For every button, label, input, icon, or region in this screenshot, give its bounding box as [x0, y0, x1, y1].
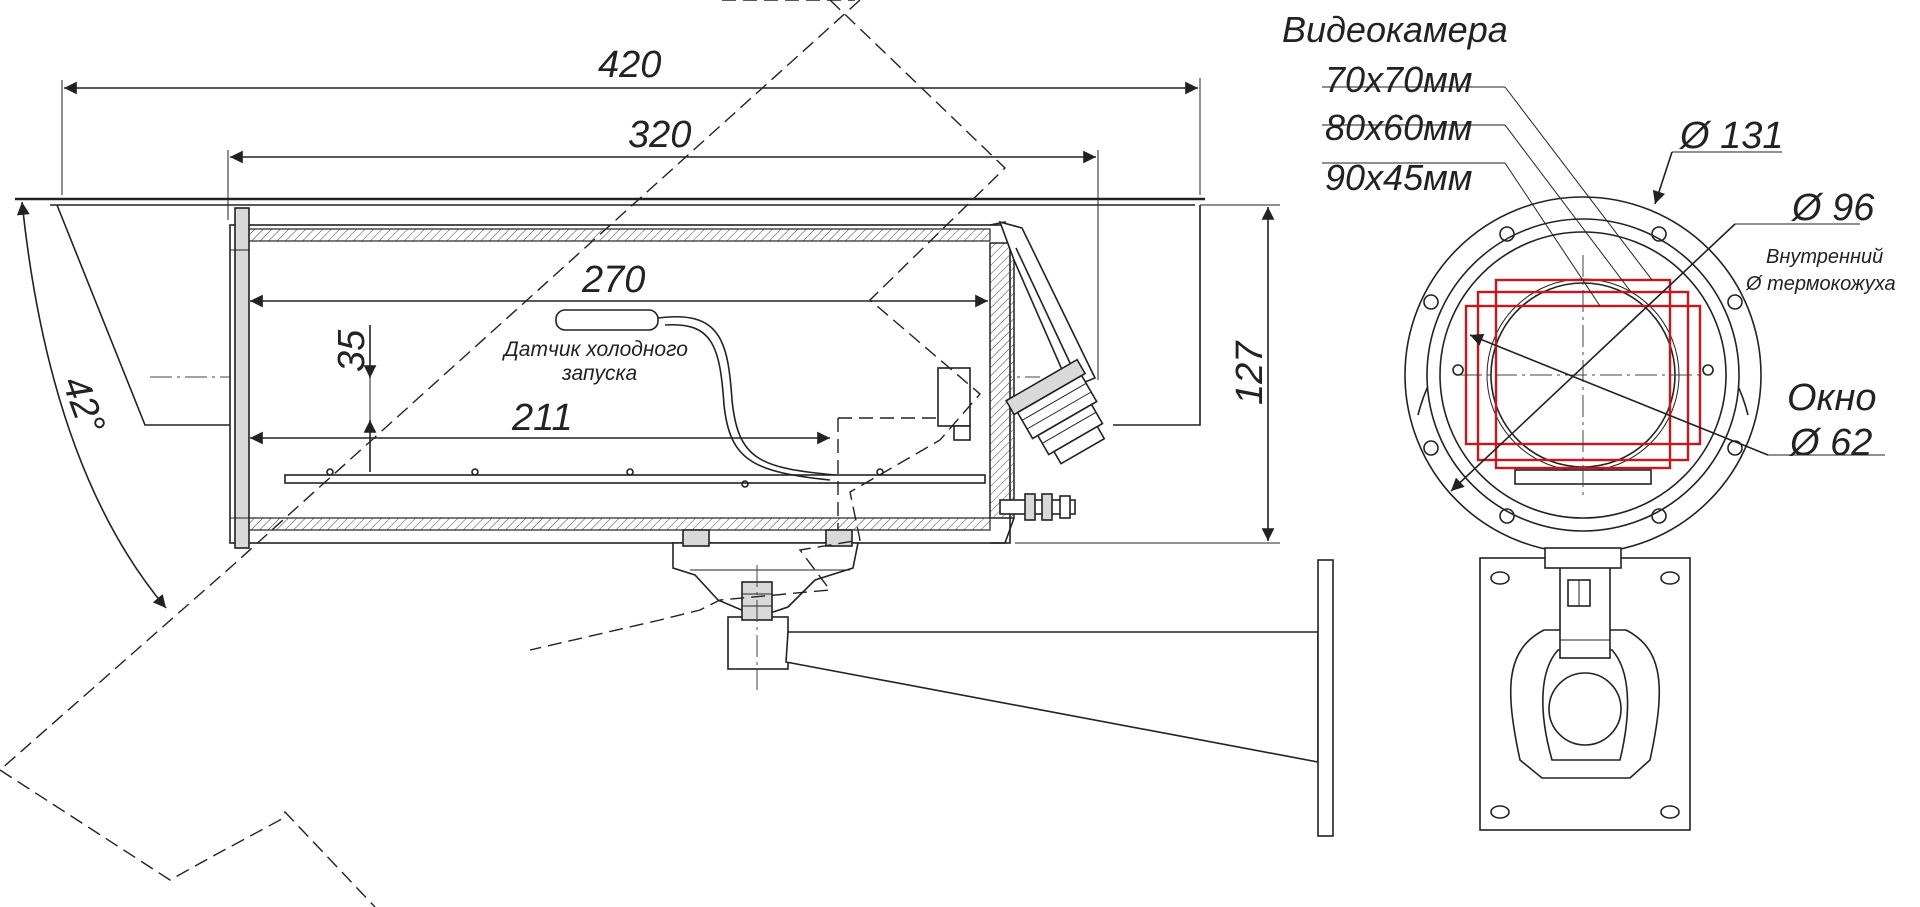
- cold-start-sensor: [555, 309, 971, 481]
- inner-rail: [284, 417, 986, 540]
- dim-127: 127: [1015, 204, 1280, 544]
- dim-320: 320: [227, 114, 1099, 380]
- dim-420: 420: [61, 44, 1201, 195]
- dim-420-label: 420: [598, 44, 661, 86]
- dim-211: 211: [249, 397, 830, 445]
- bracket-arm: [785, 559, 1334, 837]
- dim-270: 270: [249, 259, 988, 308]
- dim-angle: 42°: [16, 201, 167, 609]
- ground-terminal: [999, 493, 1076, 521]
- camera-size-80x60: 80x60мм: [1325, 107, 1472, 148]
- housing-body: [229, 207, 1097, 549]
- inner-label-line1: Внутренний: [1766, 246, 1883, 268]
- dim-35: 35: [331, 325, 377, 472]
- sensor-label-line2: запуска: [561, 362, 637, 385]
- front-view: Видеокамера 70x70мм 80x60мм 90x45мм Ø 13…: [1282, 9, 1896, 831]
- window-label: Окно: [1787, 377, 1877, 419]
- leaders: [1322, 86, 1885, 492]
- inner-diameter-label: Ø 96: [1790, 187, 1875, 229]
- wall-bracket: [1479, 547, 1691, 831]
- dim-angle-label: 42°: [54, 371, 113, 439]
- sensor-label-line1: Датчик холодного: [502, 338, 688, 361]
- outer-diameter-label: Ø 131: [1678, 115, 1784, 157]
- inner-label-line2: Ø термокожуха: [1745, 273, 1896, 295]
- camera-size-70x70: 70x70мм: [1325, 59, 1472, 100]
- dim-211-label: 211: [511, 397, 573, 439]
- window-diameter-label: Ø 62: [1788, 422, 1872, 464]
- dim-35-label: 35: [331, 329, 373, 372]
- camera-title: Видеокамера: [1282, 9, 1508, 50]
- side-view: 420 320 270 Датчик холодного запуска 211…: [0, 0, 1334, 907]
- housing-mount: [672, 529, 859, 690]
- dim-320-label: 320: [628, 114, 691, 156]
- cable-gland: [1005, 358, 1106, 465]
- housing-front-ring: [1404, 196, 1762, 569]
- camera-size-90x45: 90x45мм: [1325, 157, 1472, 198]
- dim-127-label: 127: [1229, 340, 1271, 405]
- dim-270-label: 270: [581, 259, 645, 301]
